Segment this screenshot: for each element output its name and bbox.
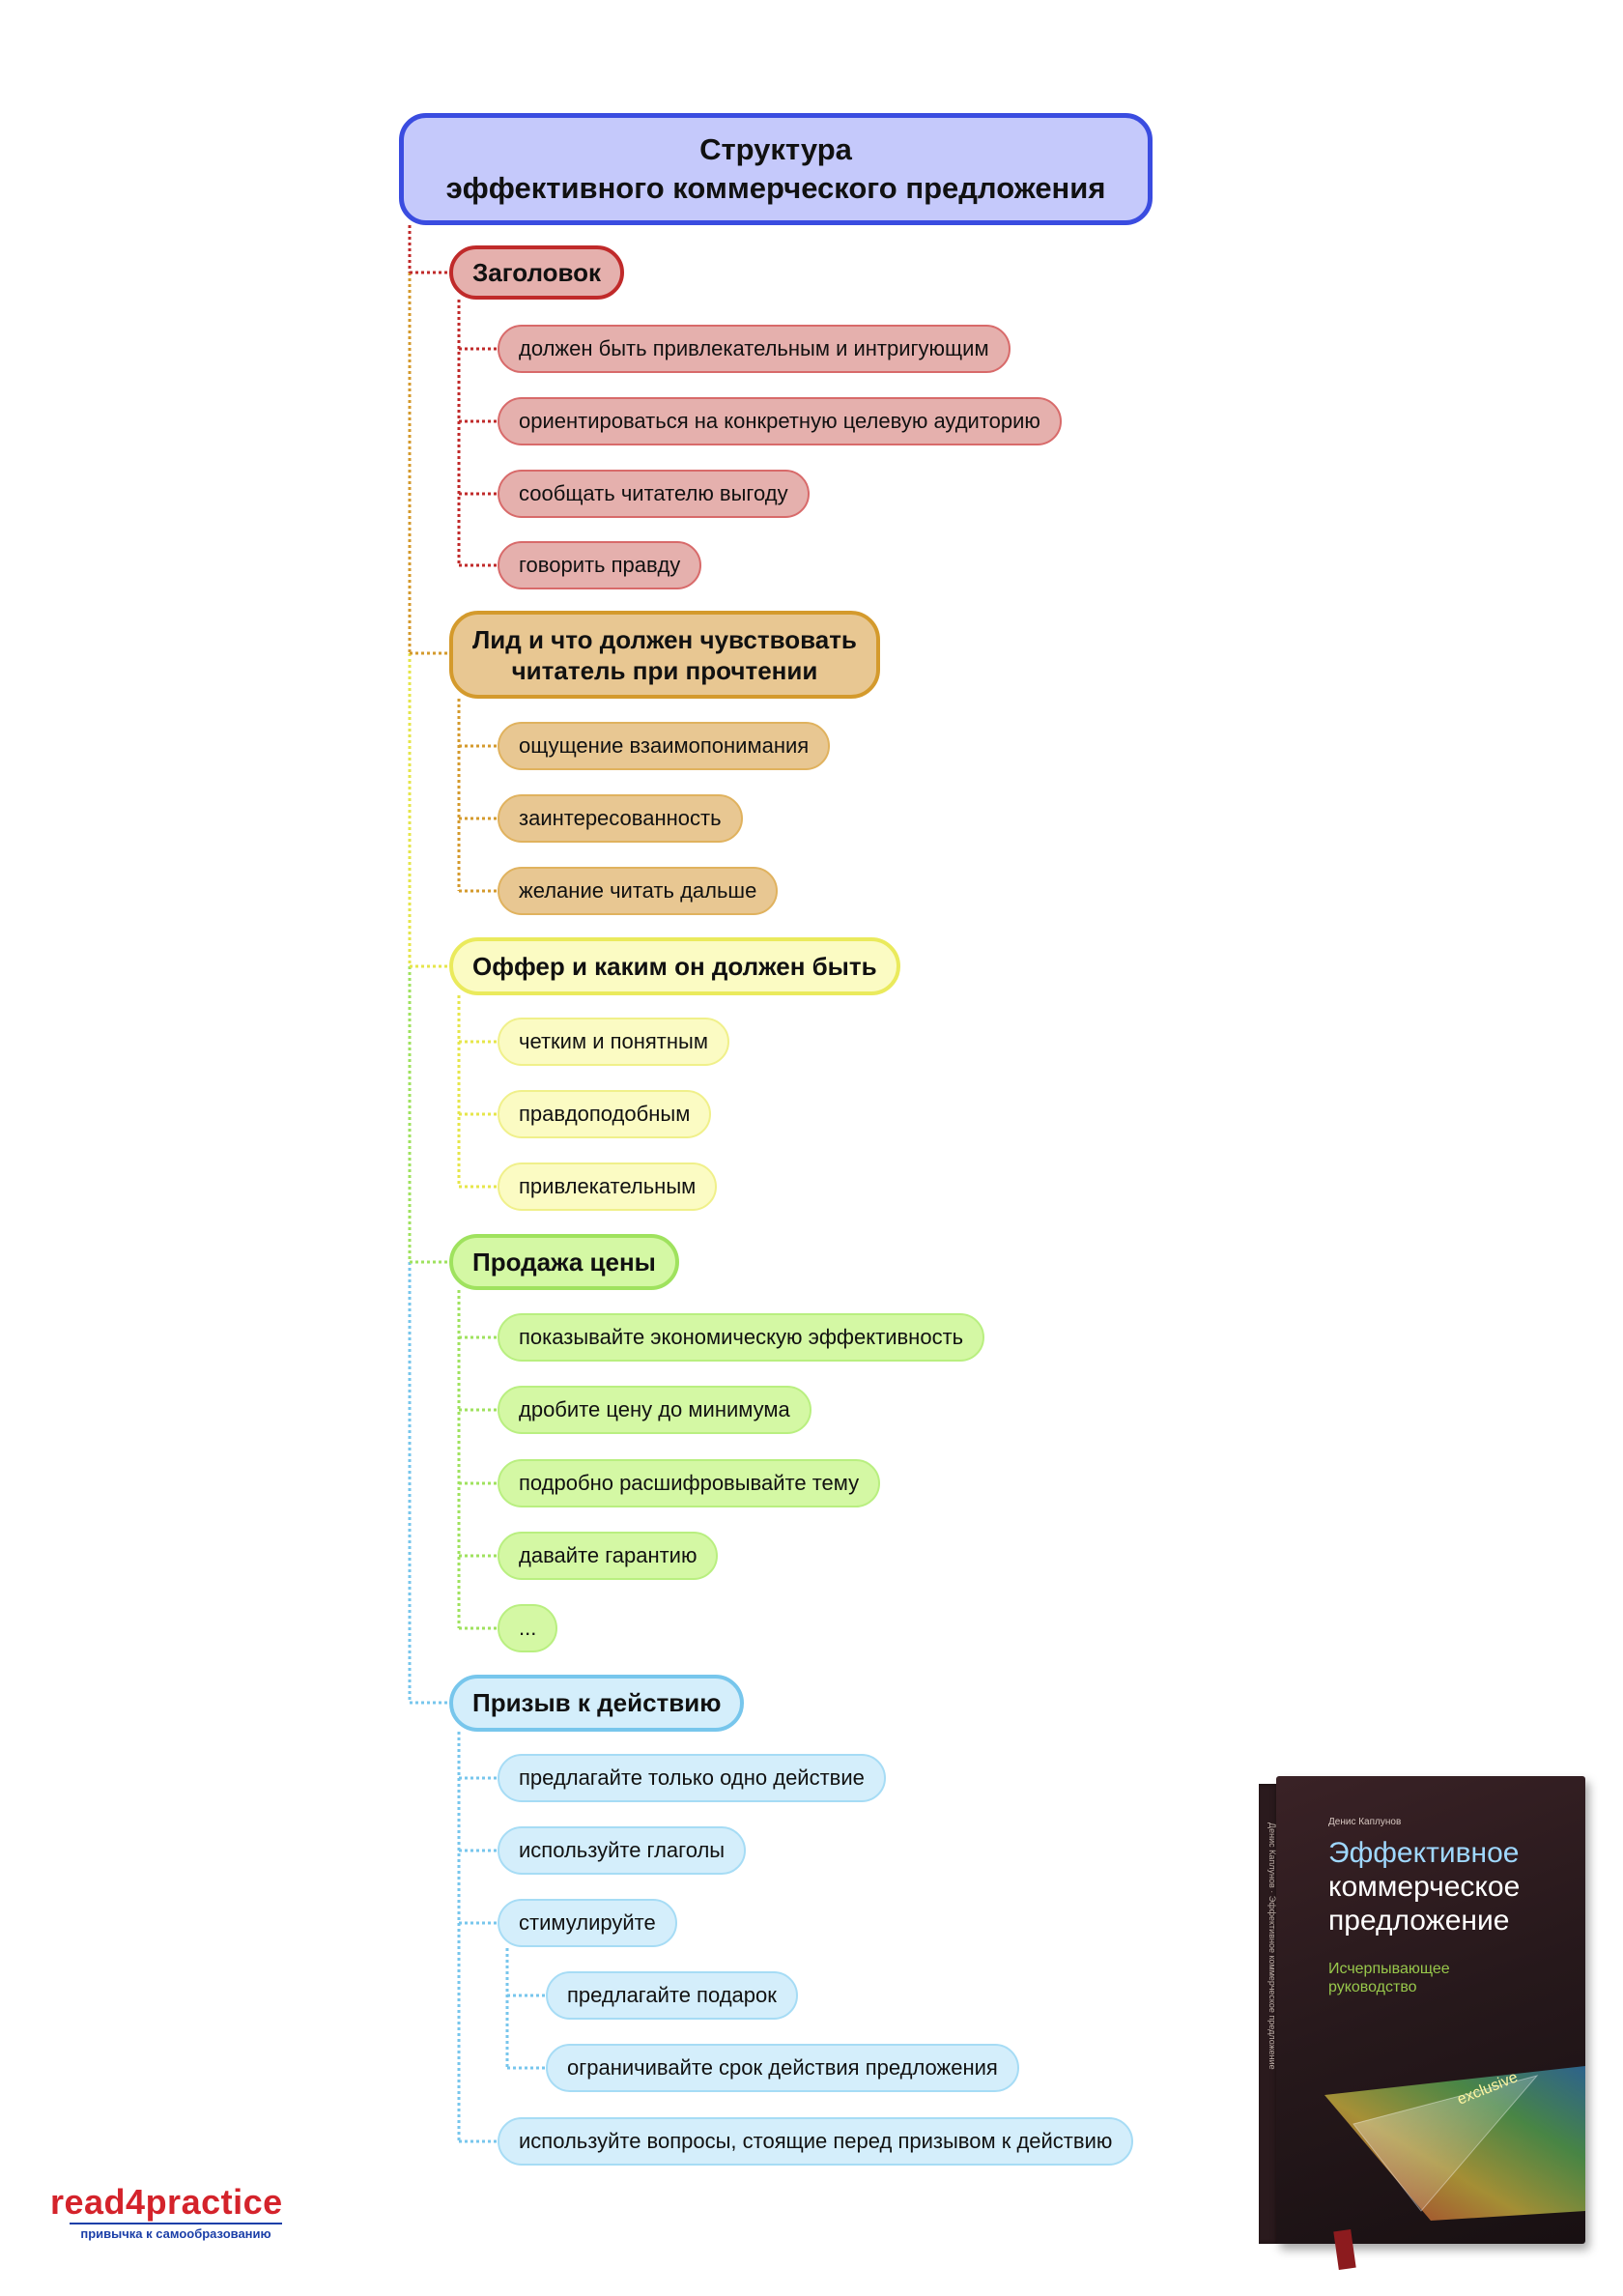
list-item: сообщать читателю выгоду (498, 470, 810, 518)
list-item: предлагайте только одно действие (498, 1754, 886, 1802)
section-lead: Лид и что должен чувствовать читатель пр… (449, 611, 880, 699)
prism-graphic: exclusive (1324, 2066, 1585, 2221)
list-item-label: дробите цену до минимума (519, 1397, 790, 1421)
book-title-line-2: коммерческое (1328, 1871, 1521, 1903)
list-item: подробно расшифровывайте тему (498, 1459, 881, 1507)
list-item-label: ориентироваться на конкретную целевую ау… (519, 409, 1040, 433)
book-cover: Денис Каплунов Эффективное коммерческое … (1276, 1776, 1585, 2244)
brand-logo-text: read4practice (50, 2182, 283, 2222)
book-subtitle-line-2: руководство (1328, 1979, 1417, 1995)
list-item: используйте вопросы, стоящие перед призы… (498, 2117, 1134, 2166)
list-item-label: стимулируйте (519, 1910, 656, 1935)
list-item: должен быть привлекательным и интригующи… (498, 325, 1011, 373)
list-item: стимулируйте (498, 1899, 677, 1947)
book-cover-image: Денис Каплунов · Эффективное коммерческо… (1259, 1776, 1589, 2271)
book-author: Денис Каплунов (1328, 1817, 1402, 1827)
section-offer: Оффер и каким он должен быть (449, 937, 900, 995)
list-item-label: привлекательным (519, 1174, 697, 1198)
section-lead-line-1: Лид и что должен чувствовать (472, 624, 857, 654)
list-item-label: ощущение взаимопонимания (519, 733, 810, 758)
list-item-label: подробно расшифровывайте тему (519, 1471, 860, 1495)
list-item-label: желание читать дальше (519, 878, 757, 903)
section-price-label: Продажа цены (472, 1247, 656, 1277)
list-item-label: должен быть привлекательным и интригующи… (519, 336, 989, 360)
list-item: ... (498, 1604, 558, 1652)
list-item-label: давайте гарантию (519, 1543, 698, 1567)
list-item-label: ограничивайте срок действия предложения (567, 2055, 998, 2080)
list-item-label: используйте вопросы, стоящие перед призы… (519, 2129, 1113, 2153)
list-item: используйте глаголы (498, 1826, 747, 1875)
list-item: давайте гарантию (498, 1532, 719, 1580)
list-item: показывайте экономическую эффективность (498, 1313, 985, 1362)
brand-logo-tagline: привычка к самообразованию (70, 2223, 282, 2241)
book-subtitle: Исчерпывающее руководство (1328, 1960, 1450, 1996)
list-item-label: сообщать читателю выгоду (519, 481, 788, 505)
book-spine: Денис Каплунов · Эффективное коммерческо… (1259, 1784, 1280, 2244)
diagram-title: Структура эффективного коммерческого пре… (399, 113, 1153, 225)
list-item-nested: предлагайте подарок (546, 1971, 798, 2020)
section-headline: Заголовок (449, 245, 625, 300)
book-title-line-3: предложение (1328, 1905, 1510, 1937)
list-item-label: говорить правду (519, 553, 681, 577)
list-item: четким и понятным (498, 1018, 729, 1066)
section-lead-line-2: читатель при прочтении (511, 655, 818, 685)
section-cta-label: Призыв к действию (472, 1688, 722, 1717)
list-item-nested: ограничивайте срок действия предложения (546, 2044, 1019, 2092)
list-item: привлекательным (498, 1162, 718, 1211)
list-item: говорить правду (498, 541, 702, 589)
list-item: правдоподобным (498, 1090, 712, 1138)
list-item-label: заинтересованность (519, 806, 722, 830)
list-item: желание читать дальше (498, 867, 779, 915)
book-spine-text: Денис Каплунов · Эффективное коммерческо… (1267, 1822, 1277, 2070)
list-item-label: ... (519, 1616, 537, 1640)
list-item: дробите цену до минимума (498, 1386, 812, 1434)
list-item-label: предлагайте только одно действие (519, 1765, 865, 1790)
book-title: Эффективное коммерческое предложение (1328, 1836, 1520, 1937)
list-item-label: используйте глаголы (519, 1838, 726, 1862)
diagram-title-line-2: эффективного коммерческого предложения (445, 171, 1106, 205)
section-price: Продажа цены (449, 1234, 679, 1290)
book-subtitle-line-1: Исчерпывающее (1328, 1961, 1450, 1977)
book-title-line-1: Эффективное (1328, 1837, 1520, 1869)
section-cta: Призыв к действию (449, 1675, 745, 1732)
list-item-label: правдоподобным (519, 1102, 691, 1126)
section-headline-label: Заголовок (472, 257, 602, 287)
list-item: заинтересованность (498, 794, 743, 843)
section-offer-label: Оффер и каким он должен быть (472, 951, 877, 981)
diagram-title-line-1: Структура (699, 132, 852, 166)
list-item: ощущение взаимопонимания (498, 722, 831, 770)
list-item: ориентироваться на конкретную целевую ау… (498, 397, 1062, 445)
list-item-label: показывайте экономическую эффективность (519, 1325, 964, 1349)
list-item-label: предлагайте подарок (567, 1983, 777, 2007)
brand-logo: read4practice привычка к самообразованию (50, 2182, 311, 2241)
list-item-label: четким и понятным (519, 1029, 708, 1053)
